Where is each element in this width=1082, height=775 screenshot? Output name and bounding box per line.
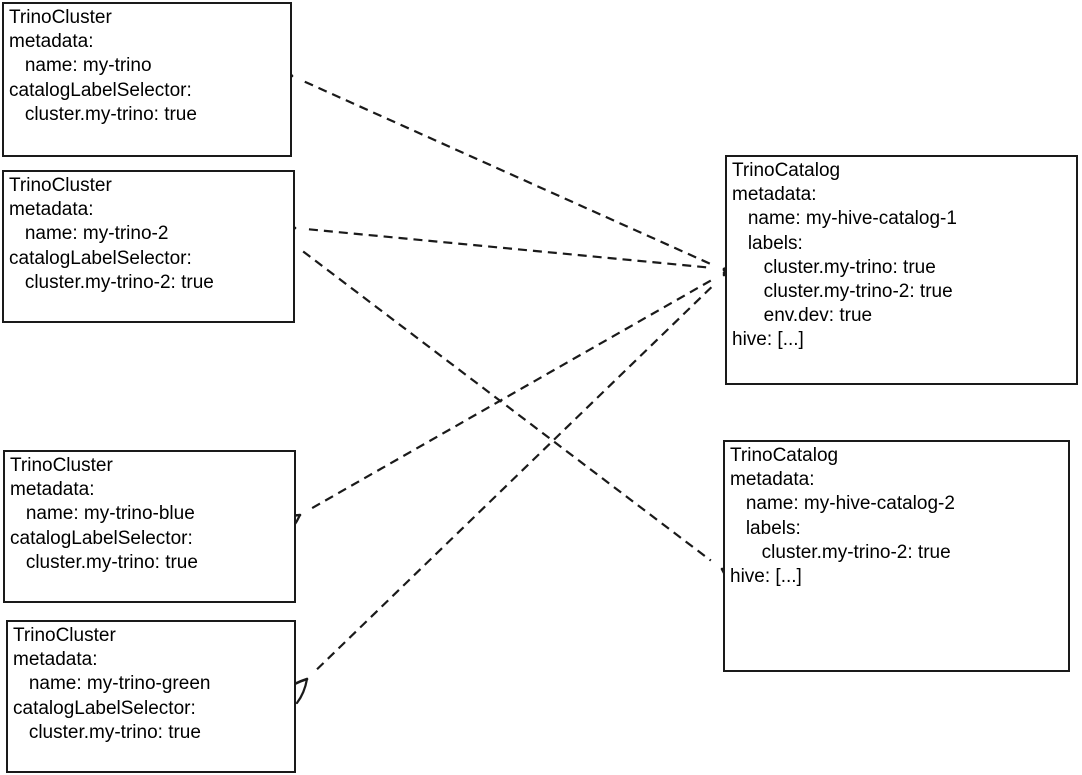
node-field-line: cluster.my-trino-2: true (732, 281, 953, 303)
node-field-line: name: my-trino-2 (9, 223, 169, 245)
node-field-line: name: my-hive-catalog-2 (730, 493, 955, 515)
node-field-line: name: my-trino-blue (10, 503, 195, 525)
node-field-line: metadata: (13, 649, 98, 671)
node-field-line: metadata: (9, 31, 94, 53)
node-field-line: catalogLabelSelector: (9, 247, 192, 269)
edge-line (316, 283, 715, 671)
node-field-line: labels: (730, 517, 801, 539)
node-kind-label: TrinoCluster (9, 7, 112, 28)
node-kind-label: TrinoCluster (9, 175, 112, 196)
node-trinocluster-my-trino-green: TrinoCluster metadata: name: my-trino-gre… (6, 620, 296, 773)
node-kind-label: TrinoCluster (10, 455, 113, 476)
node-field-line: labels: (732, 232, 803, 254)
edge-edge-my-trino-to-catalog-1 (264, 57, 752, 289)
node-field-line: cluster.my-trino: true (732, 256, 936, 278)
node-text-trinocatalog-my-hive-catalog-2: TrinoCatalog metadata: name: my-hive-cata… (730, 444, 1066, 589)
node-trinocluster-my-trino-blue: TrinoCluster metadata: name: my-trino-blu… (3, 450, 296, 603)
node-text-trinocluster-my-trino-blue: TrinoCluster metadata: name: my-trino-blu… (10, 454, 292, 575)
edge-edge-my-trino-2-to-catalog-1 (269, 216, 750, 281)
node-field-line: cluster.my-trino: true (10, 551, 198, 573)
edge-line (302, 250, 712, 562)
node-field-line: metadata: (732, 184, 817, 206)
node-field-line: catalogLabelSelector: (13, 697, 196, 719)
node-kind-label: TrinoCatalog (732, 160, 841, 181)
node-field-line: hive: [...] (730, 566, 802, 588)
node-field-line: name: my-trino-green (13, 673, 211, 695)
node-field-line: catalogLabelSelector: (9, 79, 192, 101)
node-field-line: env.dev: true (732, 305, 873, 327)
edge-line (311, 278, 713, 510)
node-field-line: hive: [...] (732, 329, 804, 351)
node-field-line: name: my-trino (9, 55, 152, 77)
edge-edge-my-trino-green-to-catalog-1 (282, 249, 749, 705)
edge-edge-my-trino-blue-to-catalog-1 (273, 251, 751, 537)
node-kind-label: TrinoCluster (13, 625, 116, 646)
node-text-trinocatalog-my-hive-catalog-1: TrinoCatalog metadata: name: my-hive-cata… (732, 159, 1074, 353)
node-field-line: catalogLabelSelector: (10, 527, 193, 549)
node-field-line: cluster.my-trino-2: true (730, 541, 951, 563)
node-field-line: name: my-hive-catalog-1 (732, 208, 957, 230)
node-trinocatalog-my-hive-catalog-1: TrinoCatalog metadata: name: my-hive-cata… (725, 155, 1078, 385)
node-field-line: metadata: (10, 479, 95, 501)
node-field-line: cluster.my-trino-2: true (9, 271, 214, 293)
edge-line (308, 228, 711, 269)
node-field-line: cluster.my-trino: true (9, 103, 197, 125)
node-field-line: metadata: (730, 469, 815, 491)
node-field-line: cluster.my-trino: true (13, 721, 201, 743)
node-text-trinocluster-my-trino-green: TrinoCluster metadata: name: my-trino-gre… (13, 624, 292, 745)
edge-line (304, 80, 712, 266)
edge-edge-my-trino-2-to-catalog-2 (265, 220, 749, 592)
node-trinocatalog-my-hive-catalog-2: TrinoCatalog metadata: name: my-hive-cata… (723, 440, 1070, 672)
node-field-line: metadata: (9, 199, 94, 221)
node-kind-label: TrinoCatalog (730, 445, 839, 466)
